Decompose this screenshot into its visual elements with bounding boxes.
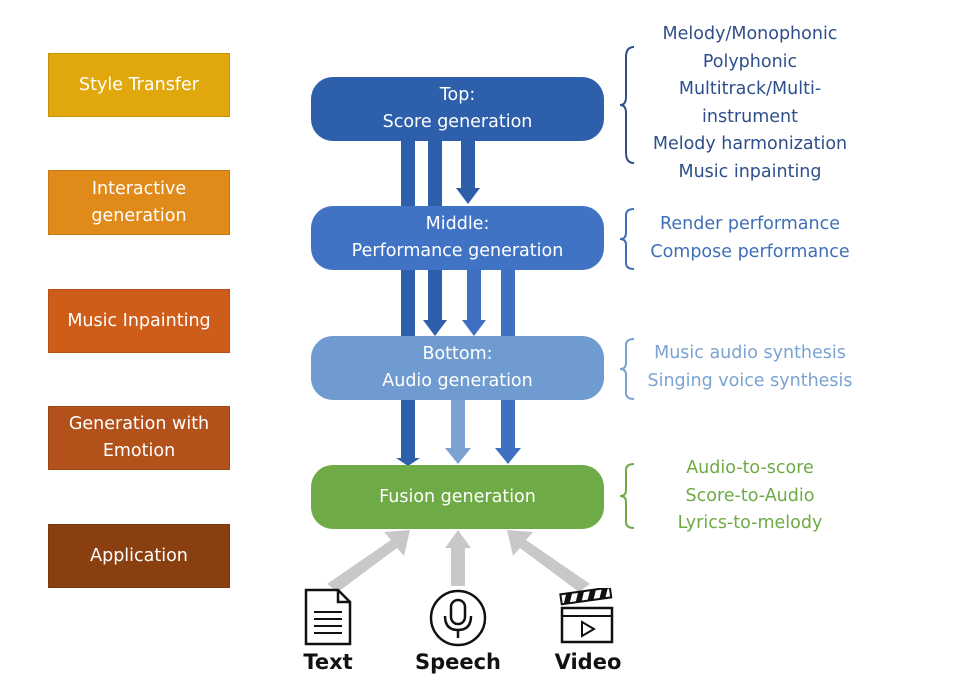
sub-item: Melody harmonization <box>652 134 848 154</box>
fusion-generation-box: Fusion generation <box>311 465 604 529</box>
top-level-title: Top: <box>439 85 476 105</box>
sub-item: Compose performance <box>650 241 850 262</box>
fusion-brace <box>619 463 635 529</box>
middle-sub-list: Render performance Compose performance <box>634 211 866 266</box>
top-level-subtitle: Score generation <box>382 112 533 132</box>
interactive-generation-box: Interactive generation <box>48 170 230 235</box>
bottom-brace <box>619 338 635 400</box>
top-brace <box>619 46 635 164</box>
sub-item: Singing voice synthesis <box>647 370 853 391</box>
middle-level-subtitle: Performance generation <box>351 241 564 261</box>
bottom-sub-list: Music audio synthesis Singing voice synt… <box>634 340 866 395</box>
sub-item: Score-to-Audio <box>685 485 815 506</box>
bottom-audio-generation-box: Bottom: Audio generation <box>311 336 604 400</box>
video-input-label: Video <box>554 650 622 674</box>
middle-performance-generation-box: Middle: Performance generation <box>311 206 604 270</box>
fusion-level-title: Fusion generation <box>379 486 536 507</box>
application-box: Application <box>48 524 230 588</box>
music-inpainting-box: Music Inpainting <box>48 289 230 353</box>
style-transfer-box: Style Transfer <box>48 53 230 117</box>
input-arrows <box>327 530 590 592</box>
fusion-sub-list: Audio-to-score Score-to-Audio Lyrics-to-… <box>634 455 866 538</box>
generation-with-emotion-box: Generation with Emotion <box>48 406 230 470</box>
speech-input-label: Speech <box>414 650 502 674</box>
sub-item: Multitrack/Multi- <box>678 79 822 99</box>
middle-brace <box>619 208 635 270</box>
sub-item: Music inpainting <box>678 161 822 182</box>
sub-item: Render performance <box>660 214 840 234</box>
top-sub-list: Melody/Monophonic Polyphonic Multitrack/… <box>634 21 866 186</box>
bottom-level-title: Bottom: <box>422 344 493 364</box>
microphone-icon <box>429 589 487 647</box>
sub-item: Audio-to-score <box>686 458 814 478</box>
sub-item: Melody/Monophonic <box>662 24 838 44</box>
style-transfer-label: Style Transfer <box>79 74 199 95</box>
music-inpainting-label: Music Inpainting <box>67 310 211 331</box>
clapperboard-icon <box>559 588 614 644</box>
bottom-level-arrows <box>445 398 471 464</box>
bottom-level-subtitle: Audio generation <box>382 371 533 391</box>
middle-level-title: Middle: <box>425 214 490 234</box>
application-label: Application <box>90 545 188 566</box>
interactive-generation-label: Interactive generation <box>91 178 187 226</box>
sub-item: instrument <box>702 106 798 127</box>
sub-item: Lyrics-to-melody <box>677 513 823 533</box>
generation-with-emotion-label: Generation with Emotion <box>68 414 210 461</box>
document-icon <box>304 588 352 646</box>
text-input-label: Text <box>303 650 353 674</box>
sub-item: Music audio synthesis <box>654 343 846 363</box>
top-score-generation-box: Top: Score generation <box>311 77 604 141</box>
sub-item: Polyphonic <box>702 51 798 72</box>
